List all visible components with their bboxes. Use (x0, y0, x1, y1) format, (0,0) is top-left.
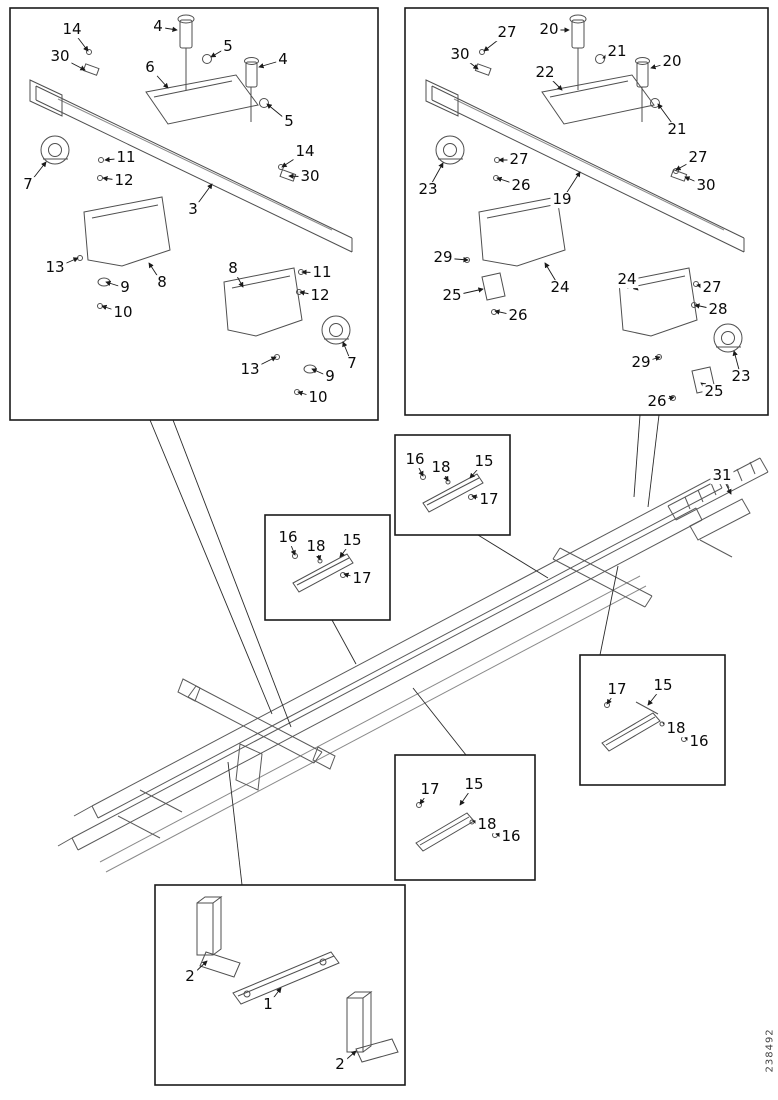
detail-bottom-supports-box (154, 884, 406, 1086)
leader-line-26 (656, 395, 675, 403)
detail-strip-left-box (264, 514, 391, 621)
leader-line-30 (459, 54, 479, 70)
leader-line-13 (249, 356, 277, 371)
leader-line-22 (544, 72, 563, 91)
callout-leader-lines (27, 26, 742, 1066)
leader-line-13 (54, 257, 79, 269)
leader-line-30 (288, 173, 311, 179)
leader-line-10 (101, 304, 124, 314)
leader-line-15 (647, 685, 664, 706)
reference-lines (149, 414, 660, 886)
leader-line-12 (102, 175, 125, 182)
leader-line-17 (471, 494, 490, 501)
leader-line-21 (602, 51, 618, 59)
leader-line-7 (27, 161, 47, 186)
leader-line-18 (662, 722, 677, 730)
detail-strip-lower-box (394, 754, 536, 881)
leader-line-23 (732, 350, 742, 378)
right-assembly-drawing (425, 14, 745, 401)
leader-line-11 (104, 156, 127, 163)
leader-line-18 (315, 546, 322, 561)
leader-line-18 (472, 819, 488, 826)
detail-view-boxes (9, 7, 769, 1086)
leader-line-17 (606, 689, 618, 705)
leader-line-24 (544, 262, 561, 289)
leader-line-2 (189, 960, 208, 978)
main-frame-drawing (57, 457, 769, 873)
leader-line-16 (414, 459, 424, 477)
leader-line-9 (311, 368, 331, 378)
detail-strip-upper-box (394, 434, 511, 536)
leader-line-4 (258, 59, 284, 69)
leader-line-25 (700, 382, 715, 393)
leader-line-11 (301, 269, 323, 275)
leader-line-29 (640, 355, 661, 364)
leader-line-24 (626, 279, 639, 291)
leader-line-18 (440, 467, 449, 482)
leader-line-27 (696, 283, 713, 289)
leader-line-7 (342, 341, 353, 365)
leader-line-14 (71, 29, 89, 52)
leader-line-8 (148, 262, 163, 284)
leader-line-9 (105, 280, 126, 289)
leader-line-30 (59, 56, 86, 71)
leader-line-30 (684, 176, 707, 187)
leader-line-15 (339, 540, 353, 558)
leader-line-29 (442, 256, 469, 263)
leader-line-25 (451, 287, 484, 297)
leader-line-26 (496, 176, 522, 187)
leader-line-1 (267, 987, 282, 1006)
leader-line-16 (495, 832, 512, 838)
leader-line-16 (287, 537, 296, 556)
leader-line-27 (483, 32, 508, 52)
leader-line-15 (459, 784, 475, 806)
leader-line-17 (343, 572, 363, 580)
leader-line-5 (210, 46, 229, 58)
detail-strip-right-box (579, 654, 726, 786)
leader-line-27 (675, 157, 699, 171)
leader-line-15 (469, 461, 485, 479)
leader-line-3 (192, 183, 213, 211)
leader-line-14 (281, 151, 306, 168)
leader-line-26 (494, 309, 519, 317)
sheet-number: 238492 (764, 1028, 776, 1073)
leader-line-28 (694, 303, 719, 311)
leader-line-21 (657, 103, 678, 131)
detail-right-assembly-box (404, 7, 769, 416)
left-assembly-drawing (29, 14, 353, 395)
leader-line-23 (427, 162, 444, 191)
leader-line-10 (297, 390, 319, 399)
leader-line-12 (299, 290, 321, 297)
leader-line-17 (419, 789, 431, 805)
leader-line-6 (149, 67, 169, 89)
leader-line-20 (650, 61, 673, 70)
leader-line-19 (561, 171, 581, 201)
leader-line-31 (721, 475, 732, 495)
leader-line-2 (339, 1050, 357, 1066)
leader-line-8 (232, 268, 244, 288)
detail-left-assembly-box (9, 7, 379, 421)
leader-line-16 (684, 736, 700, 743)
leader-line-5 (266, 103, 290, 123)
leader-line-4 (157, 26, 178, 32)
